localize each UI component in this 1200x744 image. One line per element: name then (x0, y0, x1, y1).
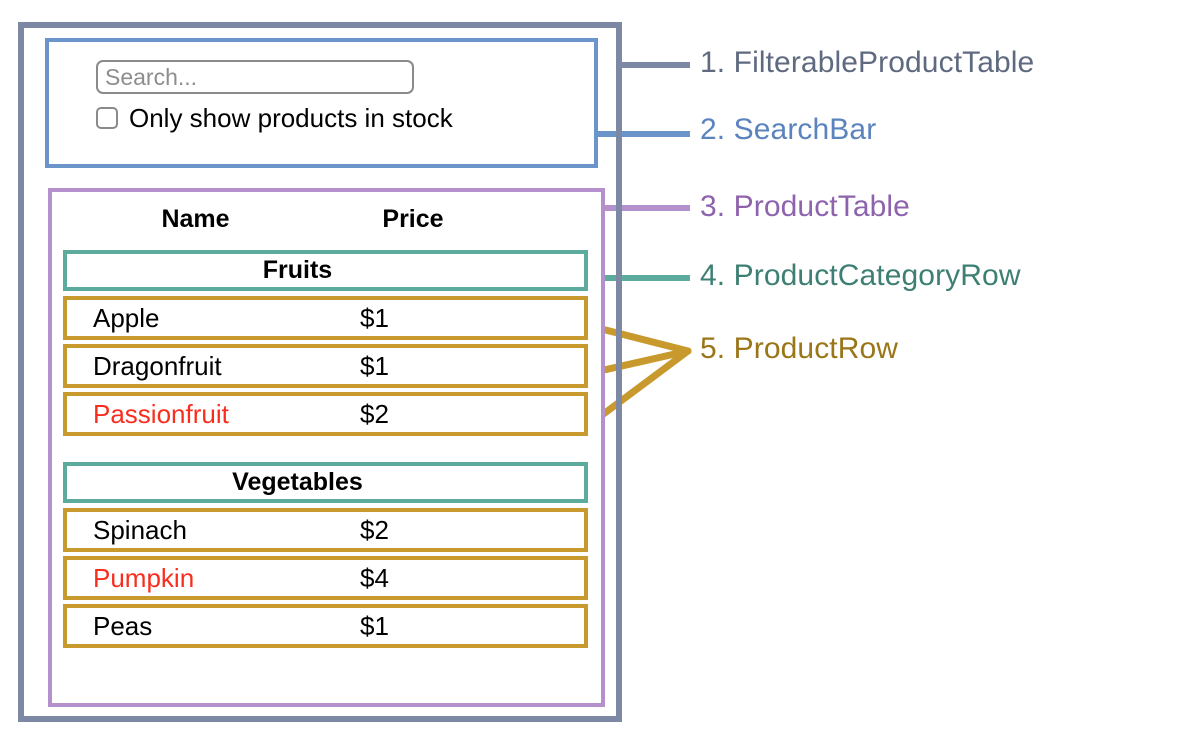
product-row-name: Pumpkin (93, 562, 195, 593)
product-row-name: Peas (93, 610, 153, 641)
product-row-spinach: Spinach $2 (63, 508, 588, 552)
search-input[interactable] (96, 60, 414, 94)
product-row-price: $1 (360, 610, 389, 641)
search-bar: Only show products in stock (45, 38, 598, 168)
legend-label-product-category-row: 4. ProductCategoryRow (700, 259, 1021, 292)
legend-label-search-bar: 2. SearchBar (700, 113, 877, 146)
section-spacer (63, 440, 588, 462)
product-table-header: Name Price (63, 201, 588, 237)
filterable-product-table-boundary (18, 22, 622, 722)
product-category-row-label: Vegetables (232, 468, 363, 496)
product-table: Name Price Fruits Apple $1 Dragonfruit $… (48, 188, 605, 707)
product-category-row-vegetables: Vegetables (63, 462, 588, 503)
in-stock-checkbox[interactable] (96, 107, 118, 129)
legend-label-product-table: 3. ProductTable (700, 190, 910, 223)
legend-label-filterable-product-table: 1. FilterableProductTable (700, 46, 1035, 79)
product-row-passionfruit: Passionfruit $2 (63, 392, 588, 436)
product-row-apple: Apple $1 (63, 296, 588, 340)
in-stock-checkbox-label: Only show products in stock (129, 103, 453, 133)
legend-label-product-row: 5. ProductRow (700, 332, 899, 365)
product-row-name: Apple (93, 302, 160, 333)
product-row-price: $2 (360, 514, 389, 545)
product-row-price: $1 (360, 350, 389, 381)
product-row-dragonfruit: Dragonfruit $1 (63, 344, 588, 388)
product-category-row-label: Fruits (262, 256, 333, 284)
column-header-price: Price (382, 204, 444, 233)
product-row-price: $1 (360, 302, 389, 333)
product-row-peas: Peas $1 (63, 604, 588, 648)
product-row-name: Passionfruit (93, 398, 229, 429)
product-row-name: Dragonfruit (93, 350, 222, 381)
product-category-row-fruits: Fruits (63, 250, 588, 291)
product-table-body: Fruits Apple $1 Dragonfruit $1 Passionfr… (63, 250, 588, 652)
column-header-name: Name (161, 204, 230, 233)
in-stock-filter-row[interactable]: Only show products in stock (96, 105, 453, 131)
product-row-pumpkin: Pumpkin $4 (63, 556, 588, 600)
product-row-price: $2 (360, 398, 389, 429)
product-row-price: $4 (360, 562, 389, 593)
product-row-name: Spinach (93, 514, 187, 545)
